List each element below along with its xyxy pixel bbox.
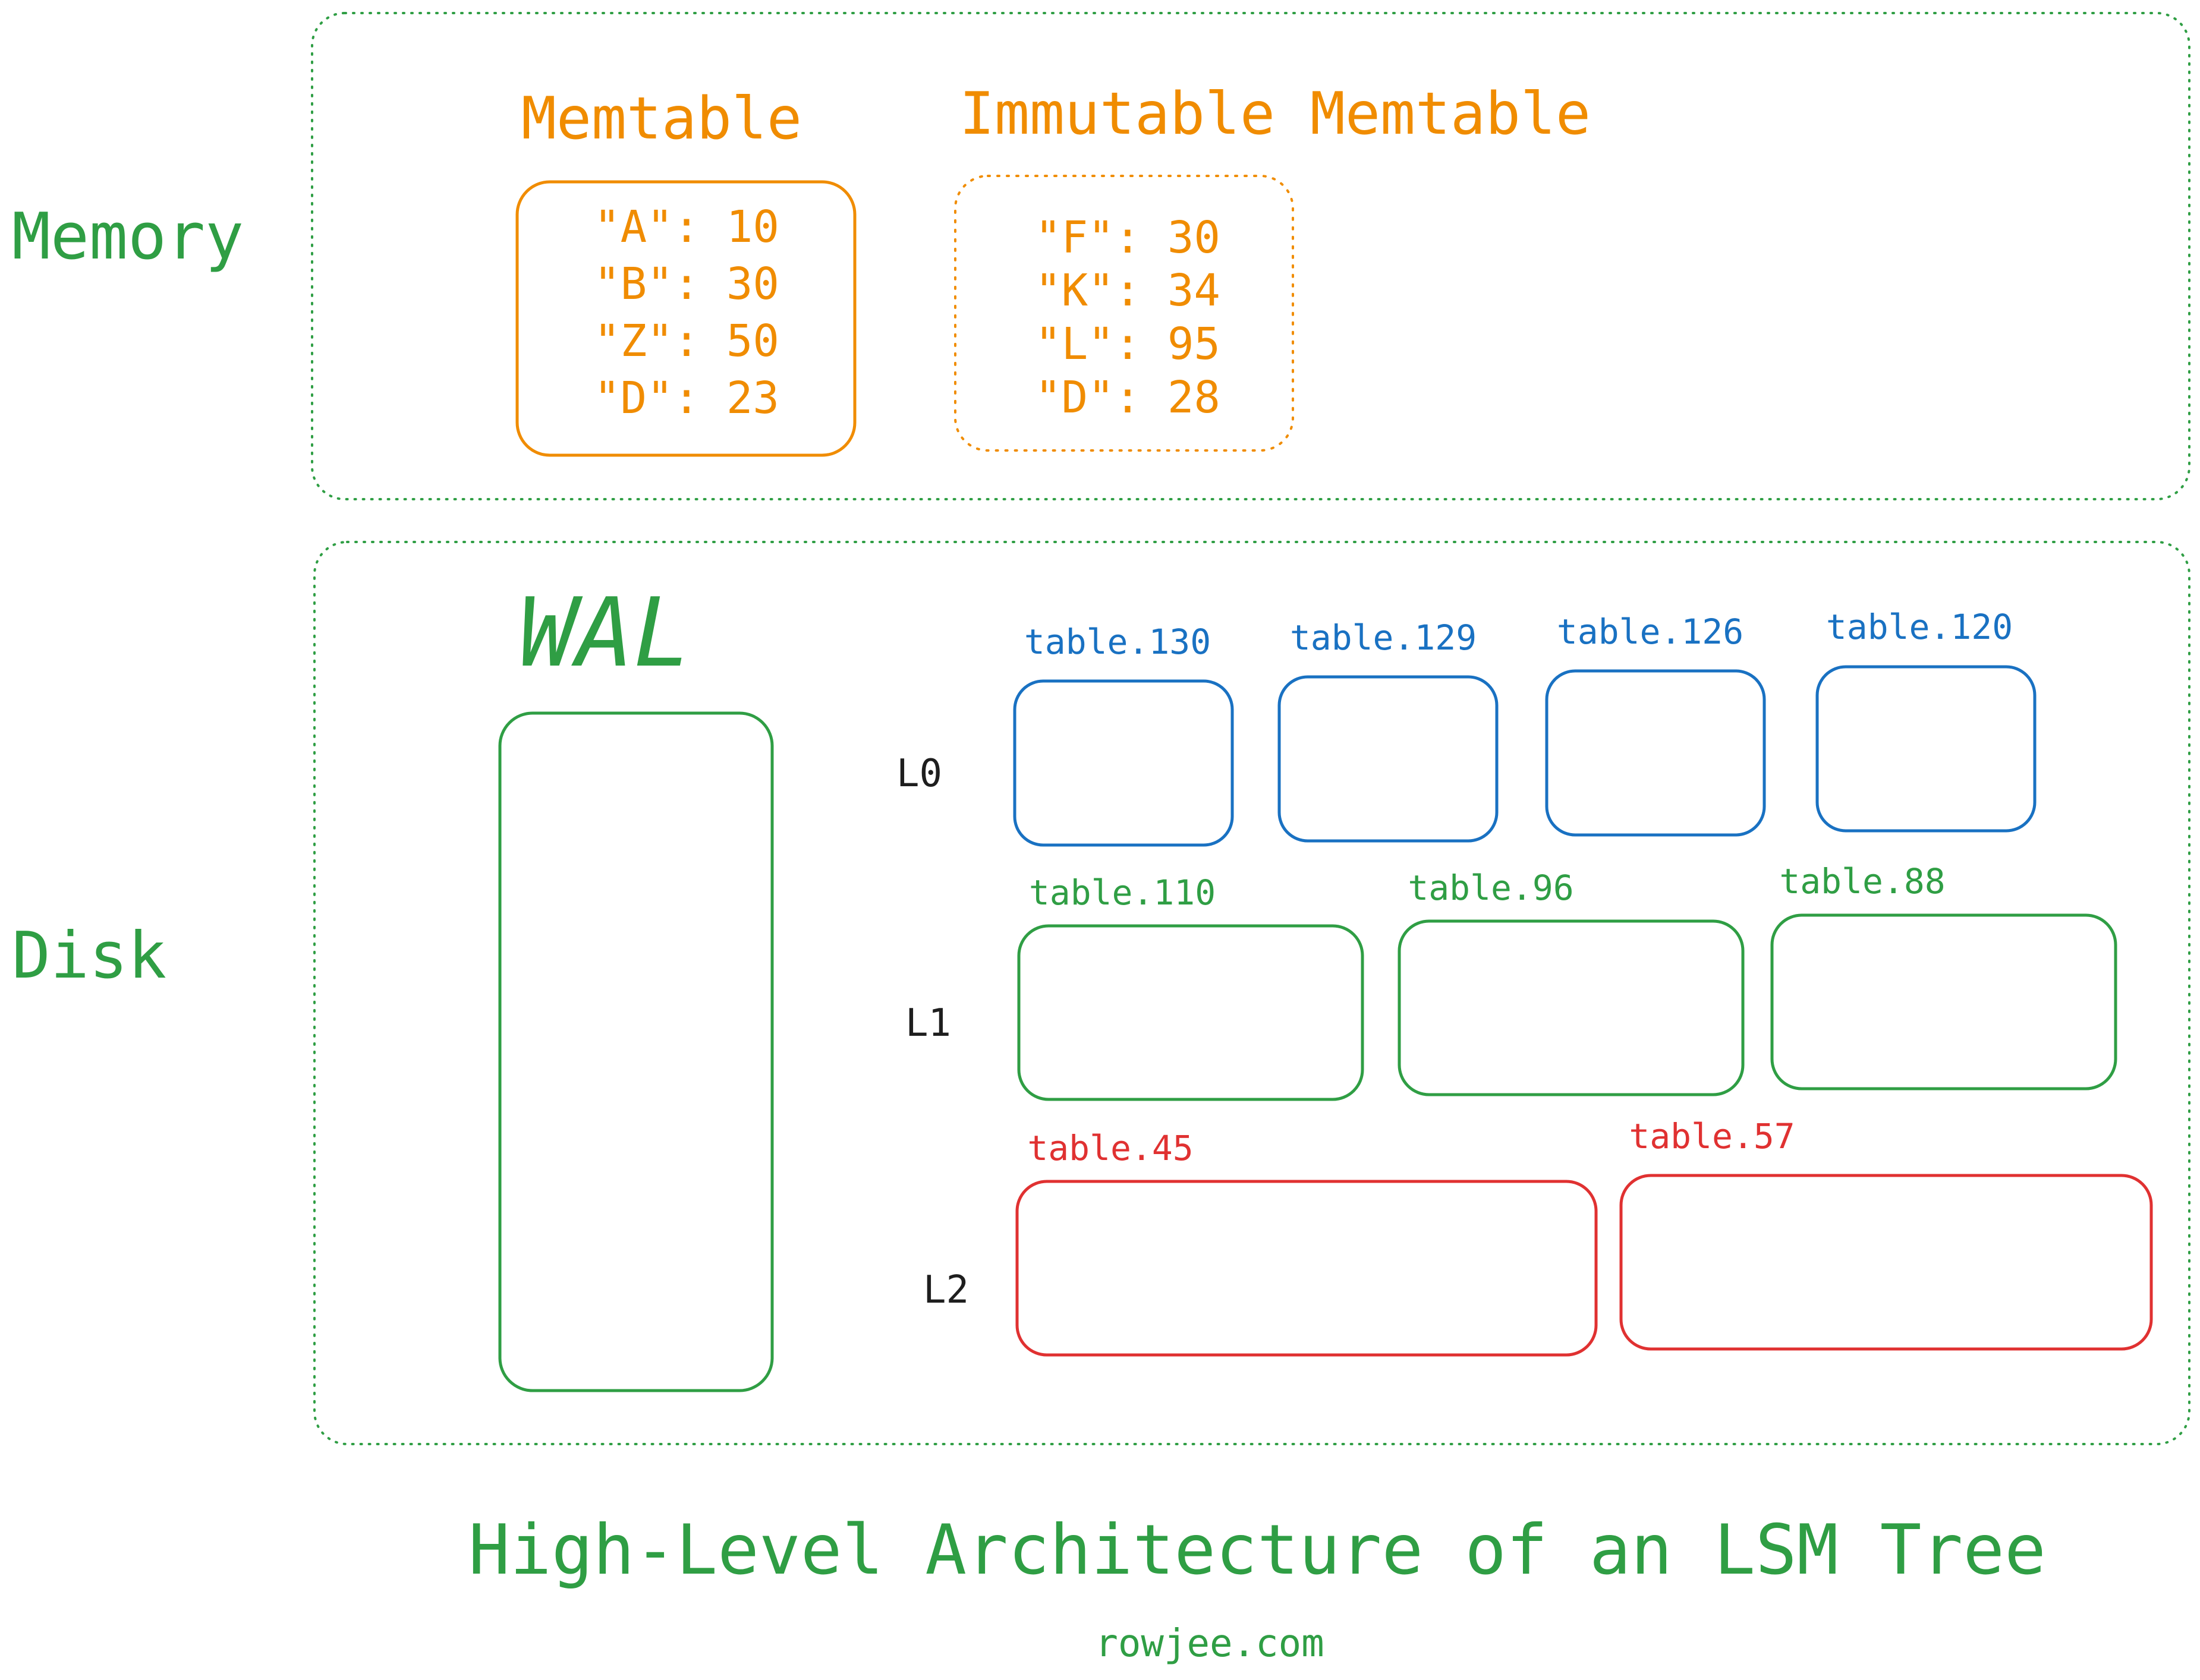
memtable-box bbox=[515, 180, 857, 457]
sstable-box bbox=[1013, 679, 1234, 847]
sstable-box bbox=[1017, 924, 1364, 1101]
sstable-label: table.120 bbox=[1826, 607, 2013, 647]
memtable-entry: "A": 10 bbox=[594, 201, 779, 253]
wal-title: WAL bbox=[519, 577, 691, 688]
immutable-memtable-box bbox=[954, 175, 1294, 452]
sstable-label: table.130 bbox=[1024, 622, 1211, 662]
sstable-label: table.129 bbox=[1290, 617, 1477, 658]
sstable-label: table.88 bbox=[1779, 861, 1945, 902]
sstable-label: table.45 bbox=[1027, 1128, 1193, 1168]
immutable-memtable-entry: "F": 30 bbox=[1035, 212, 1220, 263]
sstable-label: table.96 bbox=[1408, 868, 1573, 908]
sstable-label: table.126 bbox=[1557, 612, 1743, 652]
level-l1: L1 table.110 table.96 table.88 bbox=[905, 861, 2117, 1101]
memory-region bbox=[311, 12, 2190, 500]
level-label: L1 bbox=[905, 1001, 951, 1045]
immutable-memtable-title: Immutable Memtable bbox=[959, 80, 1591, 148]
sstable-box bbox=[1815, 665, 2037, 833]
sstable-box bbox=[1545, 669, 1766, 837]
memtable-entry: "D": 23 bbox=[594, 373, 779, 424]
wal: WAL bbox=[498, 577, 774, 1392]
level-l0: L0 table.130 table.129 table.126 table.1… bbox=[896, 607, 2037, 847]
memtable-title: Memtable bbox=[521, 85, 802, 153]
disk-region bbox=[313, 541, 2190, 1445]
disk-label: Disk bbox=[12, 919, 166, 993]
immutable-memtable: Immutable Memtable "F": 30 "K": 34 "L": … bbox=[954, 80, 1591, 452]
sstable-box bbox=[1770, 913, 2117, 1090]
memtable-entry: "Z": 50 bbox=[594, 316, 779, 367]
disk-section: Disk WAL L0 table.130 table.129 table.12… bbox=[12, 541, 2190, 1445]
footer: High-Level Architecture of an LSM Tree r… bbox=[468, 1510, 2046, 1666]
level-label: L2 bbox=[923, 1268, 969, 1312]
memtable: Memtable "A": 10 "B": 30 "Z": 50 "D": 23 bbox=[515, 85, 857, 457]
level-label: L0 bbox=[896, 752, 942, 796]
level-l2: L2 table.45 table.57 bbox=[923, 1116, 2153, 1357]
memtable-entry: "B": 30 bbox=[594, 259, 779, 310]
sstable-label: table.110 bbox=[1029, 872, 1216, 913]
immutable-memtable-entry: "D": 28 bbox=[1035, 372, 1220, 423]
site-credit: rowjee.com bbox=[1095, 1622, 1324, 1666]
wal-box bbox=[498, 711, 774, 1392]
sstable-label: table.57 bbox=[1629, 1116, 1795, 1156]
memory-section: Memory Memtable "A": 10 "B": 30 "Z": 50 … bbox=[12, 12, 2190, 500]
sstable-box bbox=[1619, 1174, 2153, 1351]
sstable-box bbox=[1277, 675, 1499, 843]
memory-label: Memory bbox=[12, 200, 244, 274]
immutable-memtable-entry: "K": 34 bbox=[1035, 265, 1220, 316]
immutable-memtable-entry: "L": 95 bbox=[1035, 319, 1220, 370]
sstable-box bbox=[1398, 919, 1745, 1096]
sstable-box bbox=[1015, 1180, 1598, 1357]
diagram-title: High-Level Architecture of an LSM Tree bbox=[468, 1510, 2046, 1590]
